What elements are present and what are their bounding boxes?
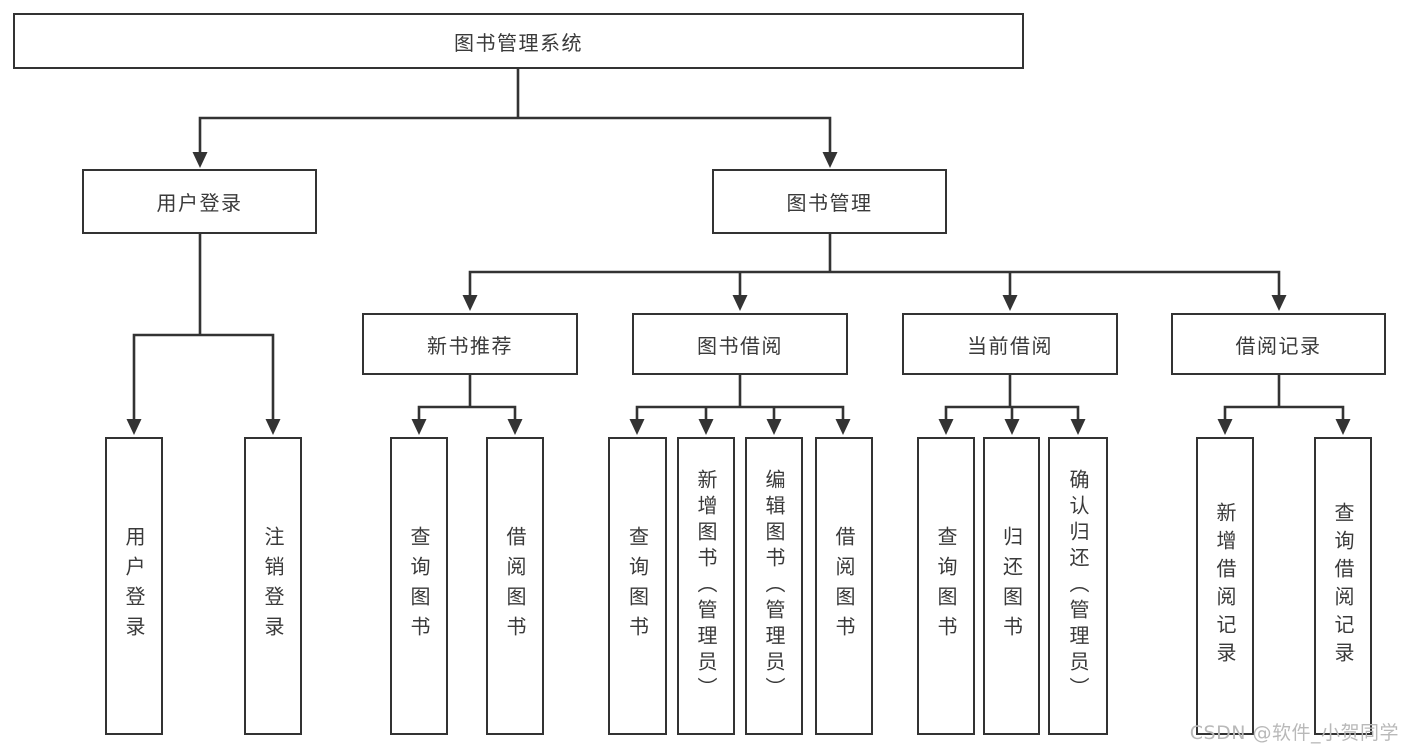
leaf-return-book: 归还图书 <box>983 437 1040 735</box>
arrowhead-down-icon <box>192 152 208 168</box>
arrowhead-down-icon <box>265 419 281 435</box>
node-current-borrow: 当前借阅 <box>902 313 1118 375</box>
node-label: 查询图书 <box>407 526 431 646</box>
node-label: 图书管理 <box>786 191 873 215</box>
arrowhead-down-icon <box>126 419 142 435</box>
leaf-user-login: 用户登录 <box>105 437 163 735</box>
node-label: 确认归还（管理员） <box>1066 469 1090 703</box>
node-label: 查询借阅记录 <box>1331 502 1355 670</box>
node-label: 用户登录 <box>156 191 243 215</box>
node-label: 查询图书 <box>934 526 958 646</box>
leaf-query-books-recommend: 查询图书 <box>390 437 448 735</box>
node-user-login: 用户登录 <box>82 169 317 234</box>
arrowhead-down-icon <box>1004 419 1020 435</box>
arrowhead-down-icon <box>835 419 851 435</box>
node-label: 借阅图书 <box>832 526 856 646</box>
arrowhead-down-icon <box>1335 419 1351 435</box>
node-label: 注销登录 <box>261 526 285 646</box>
leaf-add-book-admin: 新增图书（管理员） <box>677 437 735 735</box>
arrowhead-down-icon <box>1217 419 1233 435</box>
node-label: 图书管理系统 <box>454 30 583 55</box>
node-borrow-records: 借阅记录 <box>1171 313 1386 375</box>
node-book-borrow: 图书借阅 <box>632 313 848 375</box>
leaf-query-books-current: 查询图书 <box>917 437 975 735</box>
leaf-confirm-return-admin: 确认归还（管理员） <box>1048 437 1108 735</box>
node-library-management-system: 图书管理系统 <box>13 13 1024 69</box>
arrowhead-down-icon <box>462 295 478 311</box>
node-book-management: 图书管理 <box>712 169 947 234</box>
node-label: 查询图书 <box>625 526 650 646</box>
node-label: 新增借阅记录 <box>1213 502 1237 670</box>
arrowhead-down-icon <box>822 152 838 168</box>
arrowhead-down-icon <box>732 295 748 311</box>
node-label: 图书借阅 <box>697 333 783 358</box>
node-label: 归还图书 <box>999 526 1024 646</box>
arrowhead-down-icon <box>766 419 782 435</box>
arrowhead-down-icon <box>698 419 714 435</box>
node-label: 当前借阅 <box>967 333 1053 358</box>
arrowhead-down-icon <box>629 419 645 435</box>
leaf-query-books-borrow: 查询图书 <box>608 437 667 735</box>
node-label: 借阅记录 <box>1235 333 1322 358</box>
arrowhead-down-icon <box>411 419 427 435</box>
arrowhead-down-icon <box>1070 419 1086 435</box>
arrowhead-down-icon <box>507 419 523 435</box>
node-new-book-recommend: 新书推荐 <box>362 313 578 375</box>
node-label: 借阅图书 <box>503 526 527 646</box>
leaf-borrow-books: 借阅图书 <box>815 437 873 735</box>
watermark-text: CSDN @软件_小贺同学 <box>1189 722 1399 744</box>
leaf-add-borrow-record: 新增借阅记录 <box>1196 437 1254 735</box>
leaf-borrow-books-recommend: 借阅图书 <box>486 437 544 735</box>
arrowhead-down-icon <box>1002 295 1018 311</box>
arrowhead-down-icon <box>1271 295 1287 311</box>
leaf-query-borrow-record: 查询借阅记录 <box>1314 437 1372 735</box>
node-label: 编辑图书（管理员） <box>762 469 786 703</box>
arrowhead-down-icon <box>938 419 954 435</box>
leaf-logout: 注销登录 <box>244 437 302 735</box>
node-label: 用户登录 <box>122 526 146 646</box>
node-label: 新增图书（管理员） <box>694 469 718 703</box>
node-label: 新书推荐 <box>427 333 513 358</box>
leaf-edit-book-admin: 编辑图书（管理员） <box>745 437 803 735</box>
